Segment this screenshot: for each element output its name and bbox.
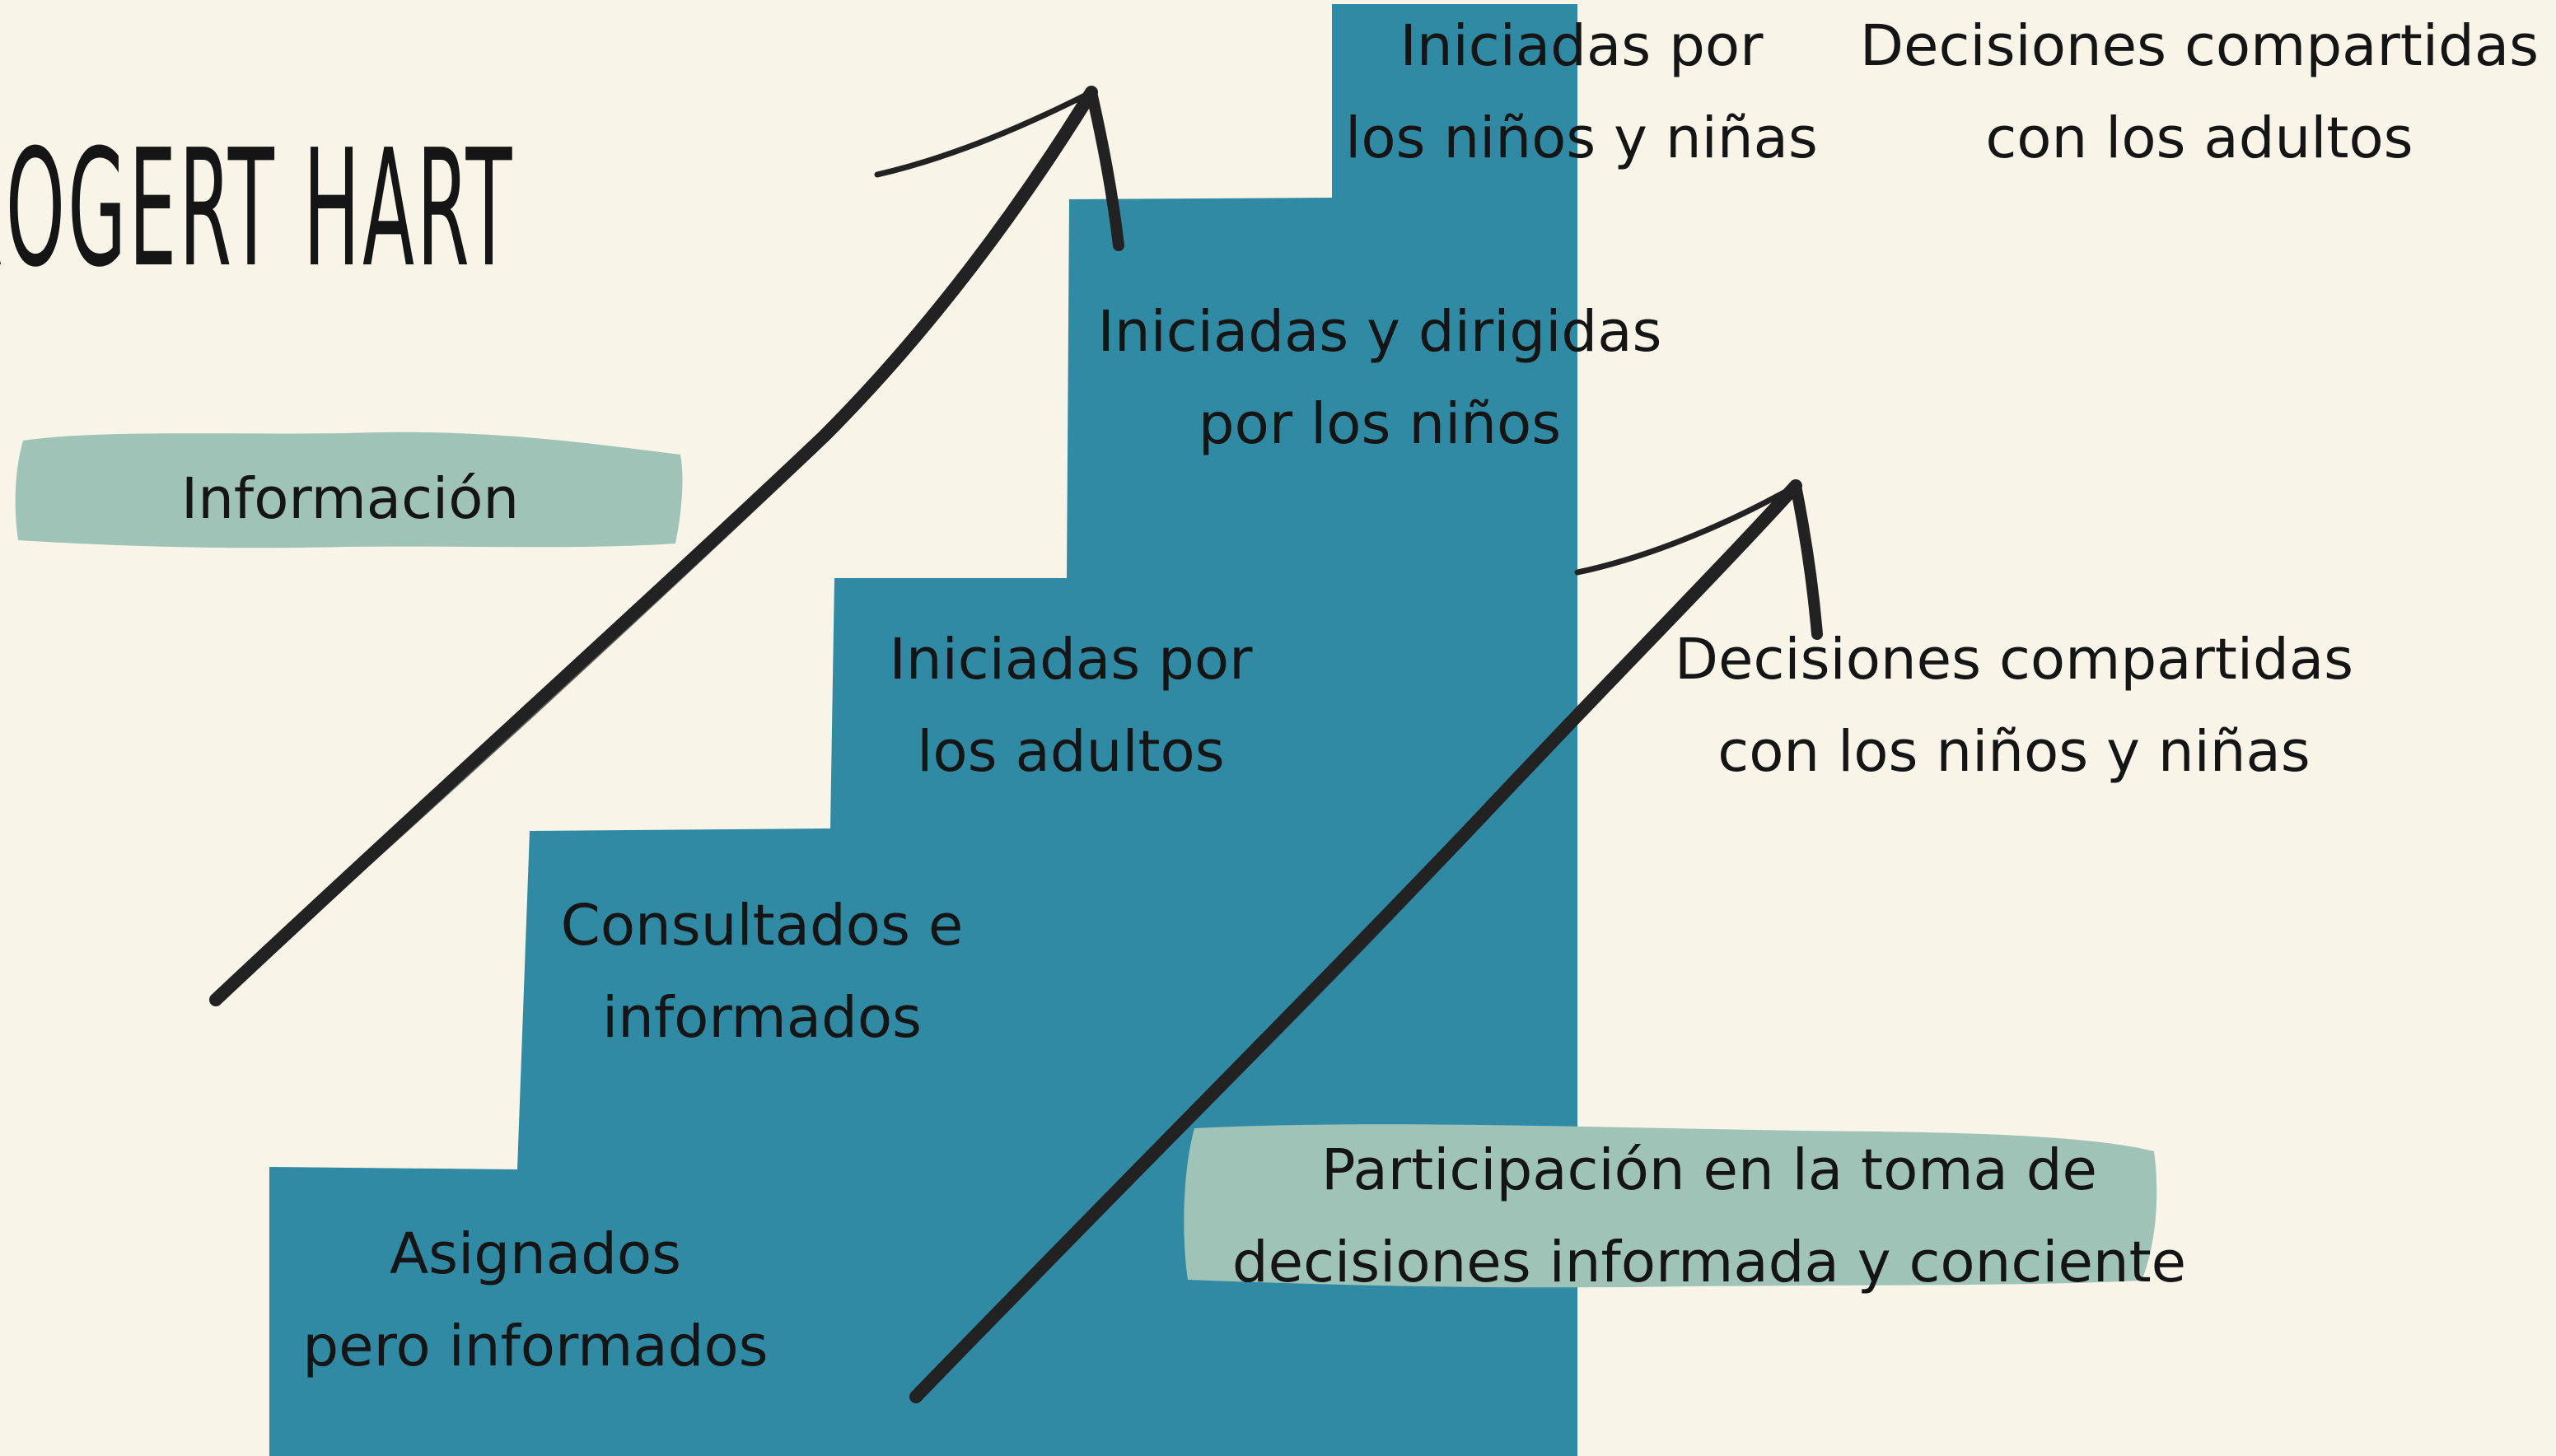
- step-label-iniciadas-dirigidas: Iniciadas y dirigidas por los niños: [1046, 286, 1713, 470]
- step-4-line-2: por los niños: [1198, 391, 1562, 457]
- step-3-line-1: Iniciadas por: [889, 627, 1253, 693]
- informacion-text: Información: [180, 466, 520, 532]
- highlight-informacion: [15, 432, 683, 548]
- participacion-line-1: Participación en la toma de: [1320, 1137, 2097, 1203]
- step-1-line-1: Asignados: [389, 1221, 682, 1287]
- side-label-compartidas-ninos: Decisiones compartidas con los niños y n…: [1652, 614, 2376, 798]
- step-3-line-2: los adultos: [917, 719, 1225, 785]
- step-label-iniciadas-adultos: Iniciadas por los adultos: [832, 614, 1310, 798]
- step-5-line-1: Iniciadas por: [1399, 13, 1764, 79]
- page-title: ROGERT HART: [0, 115, 515, 303]
- step-4-line-1: Iniciadas y dirigidas: [1097, 299, 1662, 365]
- arrow-up-right-icon: [209, 86, 1124, 1006]
- step-5-line-2: los niños y niñas: [1345, 105, 1818, 171]
- side-label-compartidas-adultos: Decisiones compartidas con los adultos: [1845, 0, 2554, 184]
- stairs-shape: [269, 4, 1577, 1456]
- participacion-line-2: decisiones informada y conciente: [1231, 1230, 2187, 1295]
- side-1-line-2: con los adultos: [1985, 105, 2413, 171]
- step-label-consultados: Consultados e informados: [511, 880, 1013, 1064]
- highlight-label-informacion: Información: [148, 453, 552, 545]
- step-label-asignados: Asignados pero informados: [264, 1208, 807, 1393]
- step-label-iniciadas-ninos: Iniciadas por los niños y niñas: [1318, 0, 1845, 184]
- side-2-line-2: con los niños y niñas: [1717, 719, 2311, 785]
- step-2-line-1: Consultados e: [560, 893, 964, 959]
- side-1-line-1: Decisiones compartidas: [1859, 13, 2540, 79]
- highlight-participacion: [1184, 1124, 2157, 1288]
- highlight-label-participacion: Participación en la toma de decisiones i…: [1190, 1124, 2228, 1309]
- step-1-line-2: pero informados: [302, 1314, 769, 1379]
- arrow-up-right-icon: [909, 479, 1823, 1403]
- step-2-line-2: informados: [601, 985, 923, 1051]
- side-2-line-1: Decisiones compartidas: [1674, 627, 2354, 693]
